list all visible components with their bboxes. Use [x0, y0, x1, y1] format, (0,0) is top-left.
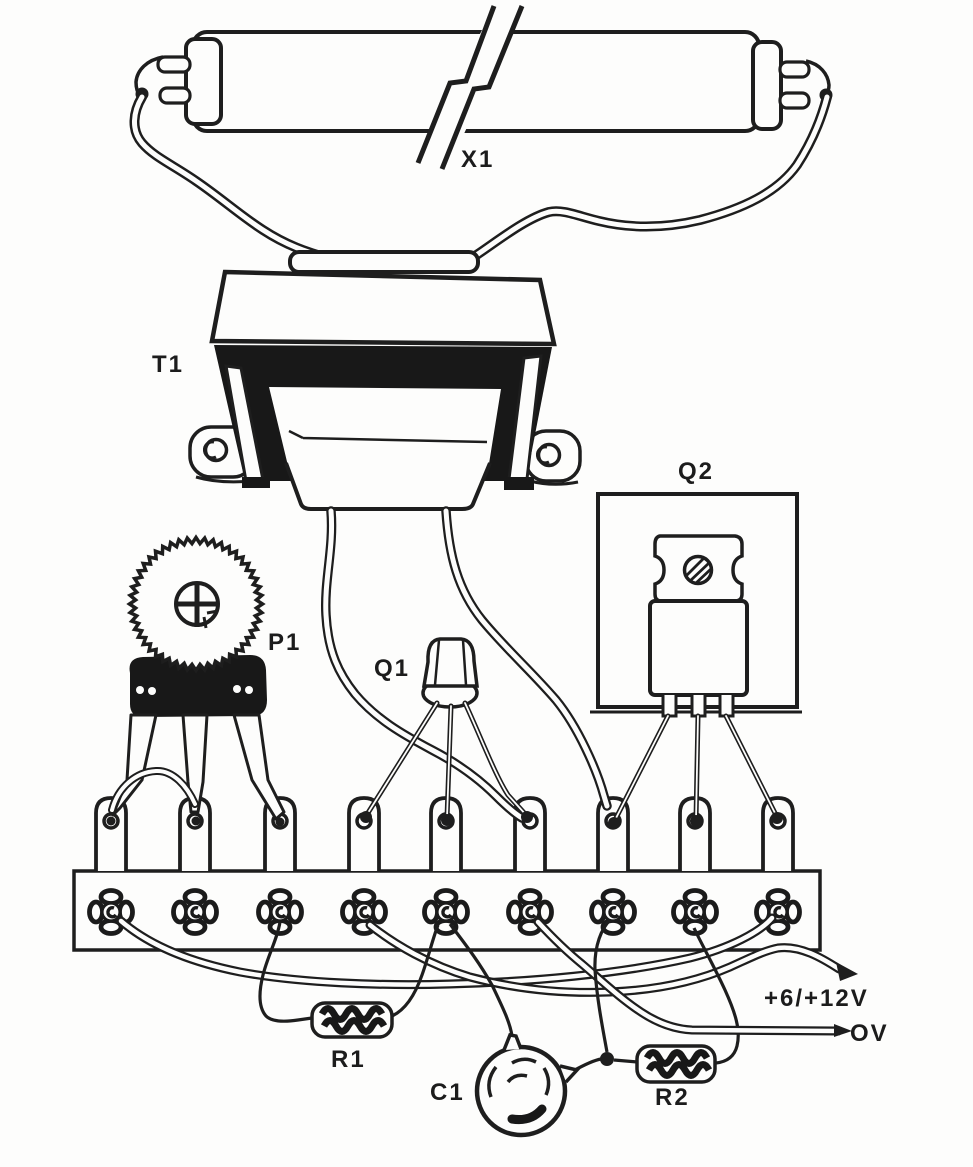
svg-text:+6/+12V: +6/+12V: [764, 985, 869, 1012]
svg-text:OV: OV: [850, 1020, 889, 1047]
svg-text:Q2: Q2: [678, 458, 714, 485]
svg-text:T1: T1: [152, 351, 184, 378]
svg-text:C1: C1: [430, 1079, 465, 1106]
svg-text:R1: R1: [331, 1046, 366, 1073]
svg-text:P1: P1: [268, 629, 301, 656]
svg-text:Q1: Q1: [374, 655, 410, 682]
svg-text:R2: R2: [655, 1084, 690, 1111]
svg-text:X1: X1: [461, 146, 494, 173]
